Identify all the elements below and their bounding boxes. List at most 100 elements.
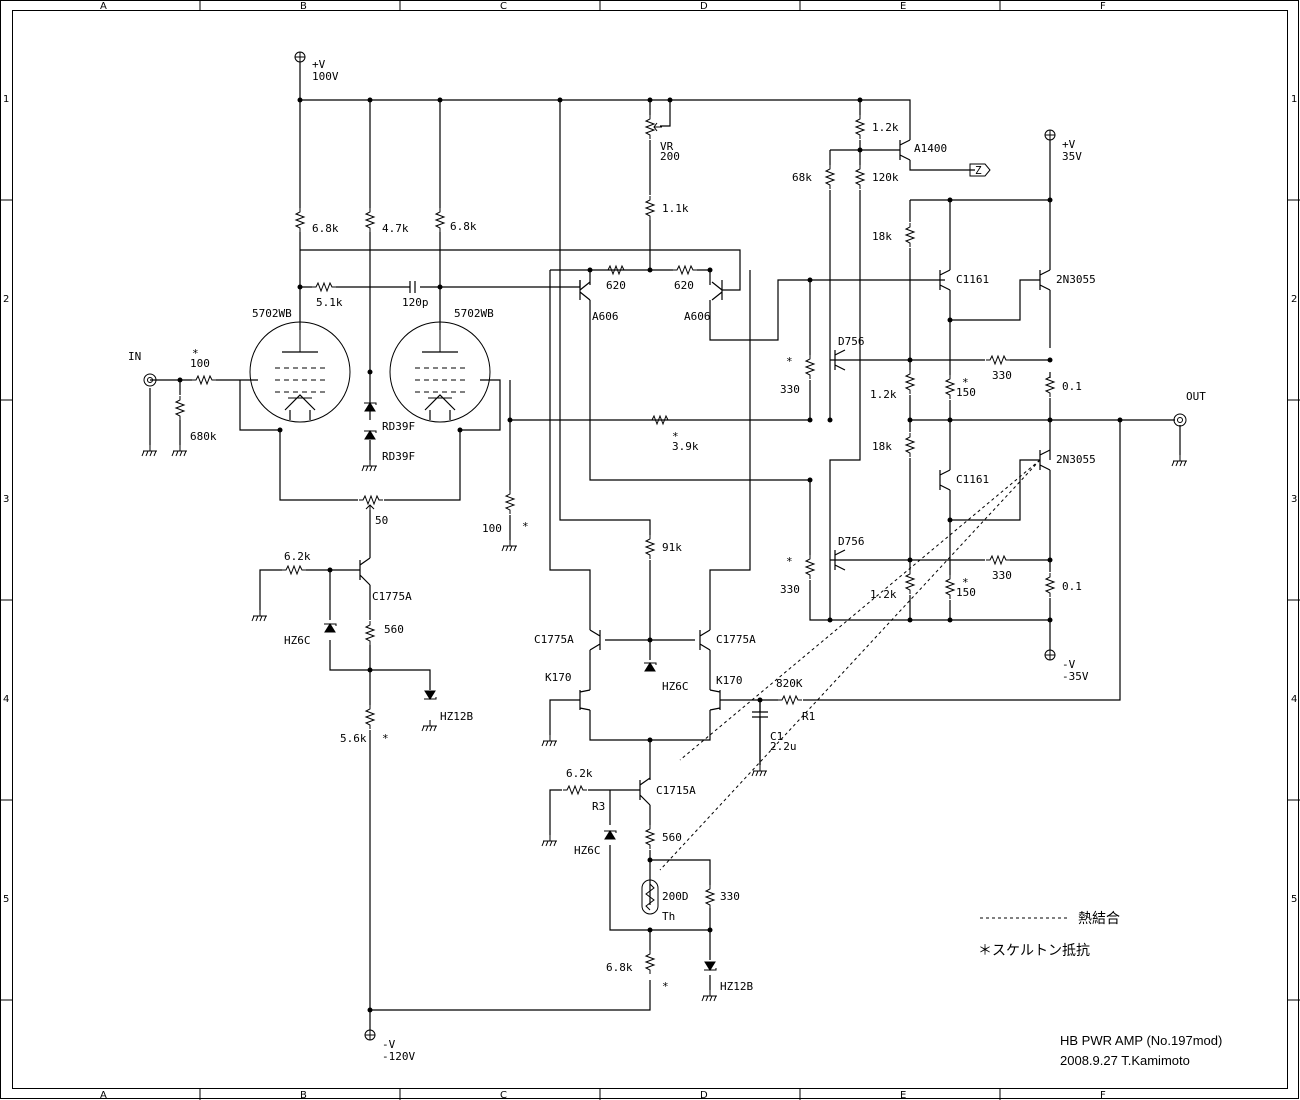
label-c1: C1 [770, 730, 783, 743]
row-4-left: 4 [3, 694, 9, 705]
label-c1161-upper: C1161 [956, 273, 989, 286]
label-vr: VR [660, 140, 674, 153]
rail-terminals [294, 51, 1056, 1041]
label-c120p: 120p [402, 296, 429, 309]
label-r68k: 68k [792, 171, 812, 184]
label-a606-left: A606 [592, 310, 619, 323]
row-5-left: 5 [3, 894, 9, 905]
label-r330-lower-right: 330 [992, 569, 1012, 582]
rail-neg120v-value: -120V [382, 1050, 415, 1063]
label-r150-lower: 150 [956, 586, 976, 599]
skeleton-mark: * [786, 355, 793, 368]
col-b-bottom: B [300, 1090, 307, 1100]
label-r1: R1 [802, 710, 815, 723]
label-r330-bottom: 330 [720, 890, 740, 903]
label-r1.2k-top: 1.2k [872, 121, 899, 134]
label-c1775a-diff-right: C1775A [716, 633, 756, 646]
label-pot-50: 50 [375, 514, 388, 527]
label-thermistor-200d: 200D [662, 890, 689, 903]
rail-neg120v-sign: -V [382, 1038, 396, 1051]
label-r3.9k: 3.9k [672, 440, 699, 453]
legend-thermal: 熱結合 [1078, 911, 1120, 927]
title-block: HB PWR AMP (No.197mod) 2008.9.27 T.Kamim… [1060, 1033, 1222, 1068]
tube-2 [389, 321, 491, 423]
output-label: OUT [1186, 390, 1206, 403]
rail-neg35v-sign: -V [1062, 658, 1076, 671]
label-r91k: 91k [662, 541, 682, 554]
label-2n3055-upper: 2N3055 [1056, 273, 1096, 286]
label-r5.6k: 5.6k [340, 732, 367, 745]
label-r1.2k-upper: 1.2k [870, 388, 897, 401]
row-1-right: 1 [1291, 94, 1297, 105]
label-c1-value: 2.2u [770, 740, 797, 753]
row-1-left: 1 [3, 94, 9, 105]
junction-dots [177, 97, 1123, 1013]
label-hz12b-bottom: HZ12B [720, 980, 753, 993]
label-r5.1k: 5.1k [316, 296, 343, 309]
col-d-bottom: D [700, 1090, 708, 1100]
col-e-bottom: E [900, 1090, 906, 1100]
label-hz6c-left: HZ6C [284, 634, 311, 647]
label-r6.8k-bottom: 6.8k [606, 961, 633, 974]
label-hz12b-left: HZ12B [440, 710, 473, 723]
skeleton-mark: * [962, 576, 969, 589]
label-r820k: 820K [776, 677, 803, 690]
label-a606-right: A606 [684, 310, 711, 323]
label-r100: 100 [482, 522, 502, 535]
label-rd39f-1: RD39F [382, 420, 415, 433]
row-4-right: 4 [1291, 694, 1297, 705]
col-f-bottom: F [1100, 1090, 1106, 1100]
label-r1.1k: 1.1k [662, 202, 689, 215]
label-d756-upper: D756 [838, 335, 865, 348]
rail-100v-sign: +V [312, 58, 326, 71]
input-label: IN [128, 350, 141, 363]
thermistor [641, 879, 659, 915]
row-3-left: 3 [3, 494, 9, 505]
wires [149, 62, 1181, 1011]
label-d756-lower: D756 [838, 535, 865, 548]
label-r18k-lower: 18k [872, 440, 892, 453]
label-r120k: 120k [872, 171, 899, 184]
io-jacks [143, 373, 1187, 427]
label-r620-left: 620 [606, 279, 626, 292]
col-d-top: D [700, 1, 708, 12]
label-a1400: A1400 [914, 142, 947, 155]
label-r560-bottom: 560 [662, 831, 682, 844]
row-5-right: 5 [1291, 894, 1297, 905]
label-r680k: 680k [190, 430, 217, 443]
row-3-right: 3 [1291, 494, 1297, 505]
drawing-title: HB PWR AMP (No.197mod) [1060, 1033, 1222, 1048]
legend-skeleton: ＊スケルトン抵抗 [978, 943, 1090, 959]
label-r6.8k-left: 6.8k [312, 222, 339, 235]
col-f-top: F [1100, 1, 1106, 12]
label-tube-2: 5702WB [454, 307, 494, 320]
tube-1 [249, 321, 351, 423]
label-r6.2k-left: 6.2k [284, 550, 311, 563]
label-r6.2k-bottom: 6.2k [566, 767, 593, 780]
label-r150-upper: 150 [956, 386, 976, 399]
z-flag [969, 163, 991, 177]
label-th: Th [662, 910, 675, 923]
col-c-bottom: C [500, 1090, 507, 1100]
label-r6.8k-right: 6.8k [450, 220, 477, 233]
drawing-date-author: 2008.9.27 T.Kamimoto [1060, 1053, 1190, 1068]
col-a-top: A [100, 1, 107, 12]
label-r620-right: 620 [674, 279, 694, 292]
label-hz6c-bottom: HZ6C [574, 844, 601, 857]
col-a-bottom: A [100, 1090, 107, 1100]
label-r18k-upper: 18k [872, 230, 892, 243]
thermal-coupling-lines [659, 459, 1041, 871]
skeleton-mark: * [962, 376, 969, 389]
component-labels: +V 100V +V 35V -V -35V -V -120V IN OUT *… [128, 58, 1206, 1063]
skeleton-mark: * [662, 980, 669, 993]
capacitors [409, 281, 768, 765]
label-r100-input: 100 [190, 357, 210, 370]
label-vr-200: 200 [660, 150, 680, 163]
label-r560-left: 560 [384, 623, 404, 636]
label-c1161-lower: C1161 [956, 473, 989, 486]
label-2n3055-lower: 2N3055 [1056, 453, 1096, 466]
label-k170-left: K170 [545, 671, 572, 684]
label-r4.7k: 4.7k [382, 222, 409, 235]
